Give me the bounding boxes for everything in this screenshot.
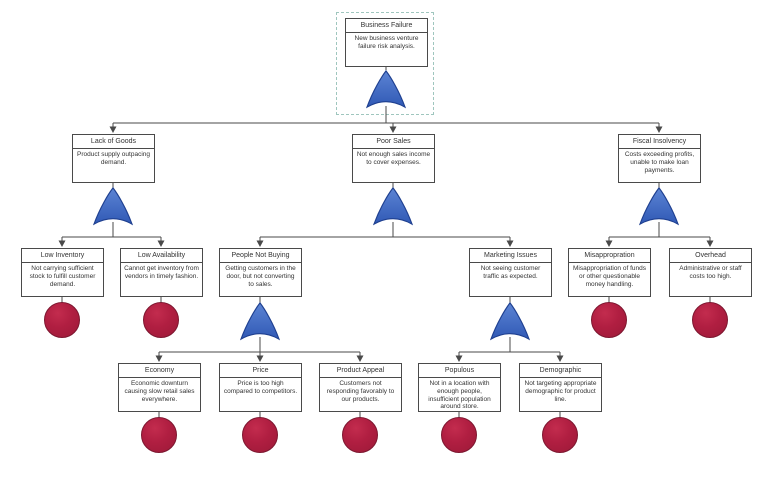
edge-lackofgoods-branch[interactable] — [61, 183, 162, 241]
node-description: Misappropriation of funds or other quest… — [573, 265, 646, 288]
or-gate-business-failure[interactable] — [363, 69, 409, 109]
node-product-appeal[interactable]: Product Appeal Customers not responding … — [319, 363, 402, 412]
node-lack-of-goods[interactable]: Lack of Goods Product supply outpacing d… — [72, 134, 155, 183]
node-title: Misappropration — [569, 249, 650, 263]
basic-event-price[interactable] — [242, 417, 278, 453]
selection-outline — [336, 12, 434, 115]
edge-root-branch[interactable] — [112, 106, 660, 127]
or-gate-fiscal-insolvency[interactable] — [636, 186, 682, 226]
node-price[interactable]: Price Price is too high compared to comp… — [219, 363, 302, 412]
node-description: Cannot get inventory from vendors in tim… — [124, 265, 199, 280]
node-title: Lack of Goods — [73, 135, 154, 149]
node-description: Getting customers in the door, but not c… — [225, 265, 296, 288]
node-marketing-issues[interactable]: Marketing Issues Not seeing customer tra… — [469, 248, 552, 297]
node-low-availability[interactable]: Low Availability Cannot get inventory fr… — [120, 248, 203, 297]
edge-basic-event-stems[interactable] — [61, 297, 711, 418]
node-overhead[interactable]: Overhead Administrative or staff costs t… — [669, 248, 752, 297]
node-title: Price — [220, 364, 301, 378]
node-title: Fiscal Insolvency — [619, 135, 700, 149]
edge-poorsales-branch[interactable] — [259, 183, 511, 241]
node-title: Product Appeal — [320, 364, 401, 378]
node-description: Not carrying sufficient stock to fulfill… — [29, 265, 96, 288]
node-description: Price is too high compared to competitor… — [223, 380, 298, 395]
edge-fiscal-branch[interactable] — [608, 183, 711, 241]
or-gate-poor-sales[interactable] — [370, 186, 416, 226]
arrowheads — [58, 126, 714, 362]
node-description: Not seeing customer traffic as expected. — [480, 265, 541, 280]
node-title: Business Failure — [346, 19, 427, 33]
basic-event-low-availability[interactable] — [143, 302, 179, 338]
node-fiscal-insolvency[interactable]: Fiscal Insolvency Costs exceeding profit… — [618, 134, 701, 183]
node-title: Marketing Issues — [470, 249, 551, 263]
node-title: Economy — [119, 364, 200, 378]
node-title: People Not Buying — [220, 249, 301, 263]
node-demographic[interactable]: Demographic Not targeting appropriate de… — [519, 363, 602, 412]
node-title: Populous — [419, 364, 500, 378]
or-gate-people-not-buying[interactable] — [237, 301, 283, 341]
node-misappropration[interactable]: Misappropration Misappropriation of fund… — [568, 248, 651, 297]
node-description: Product supply outpacing demand. — [77, 151, 150, 166]
node-economy[interactable]: Economy Economic downturn causing slow r… — [118, 363, 201, 412]
node-description: Customers not responding favorably to ou… — [326, 380, 395, 403]
node-title: Overhead — [670, 249, 751, 263]
node-description: Not enough sales income to cover expense… — [356, 151, 431, 166]
edge-peoplenotbuying-branch[interactable] — [158, 297, 361, 356]
basic-event-economy[interactable] — [141, 417, 177, 453]
node-poor-sales[interactable]: Poor Sales Not enough sales income to co… — [352, 134, 435, 183]
basic-event-product-appeal[interactable] — [342, 417, 378, 453]
node-description: Administrative or staff costs too high. — [679, 265, 742, 280]
basic-event-populous[interactable] — [441, 417, 477, 453]
node-title: Low Availability — [121, 249, 202, 263]
basic-event-overhead[interactable] — [692, 302, 728, 338]
basic-event-misappropration[interactable] — [591, 302, 627, 338]
basic-event-low-inventory[interactable] — [44, 302, 80, 338]
node-description: New business venture failure risk analys… — [354, 35, 419, 50]
node-description: Not in a location with enough people, in… — [428, 380, 491, 411]
or-gate-marketing-issues[interactable] — [487, 301, 533, 341]
node-description: Costs exceeding profits, unable to make … — [624, 151, 695, 174]
node-populous[interactable]: Populous Not in a location with enough p… — [418, 363, 501, 412]
node-business-failure[interactable]: Business Failure New business venture fa… — [345, 18, 428, 67]
node-title: Low Inventory — [22, 249, 103, 263]
node-title: Demographic — [520, 364, 601, 378]
node-title: Poor Sales — [353, 135, 434, 149]
node-description: Not targeting appropriate demographic fo… — [524, 380, 597, 403]
node-people-not-buying[interactable]: People Not Buying Getting customers in t… — [219, 248, 302, 297]
basic-event-demographic[interactable] — [542, 417, 578, 453]
node-description: Economic downturn causing slow retail sa… — [124, 380, 195, 403]
or-gate-lack-of-goods[interactable] — [90, 186, 136, 226]
edge-marketing-branch[interactable] — [458, 297, 561, 356]
node-low-inventory[interactable]: Low Inventory Not carrying sufficient st… — [21, 248, 104, 297]
